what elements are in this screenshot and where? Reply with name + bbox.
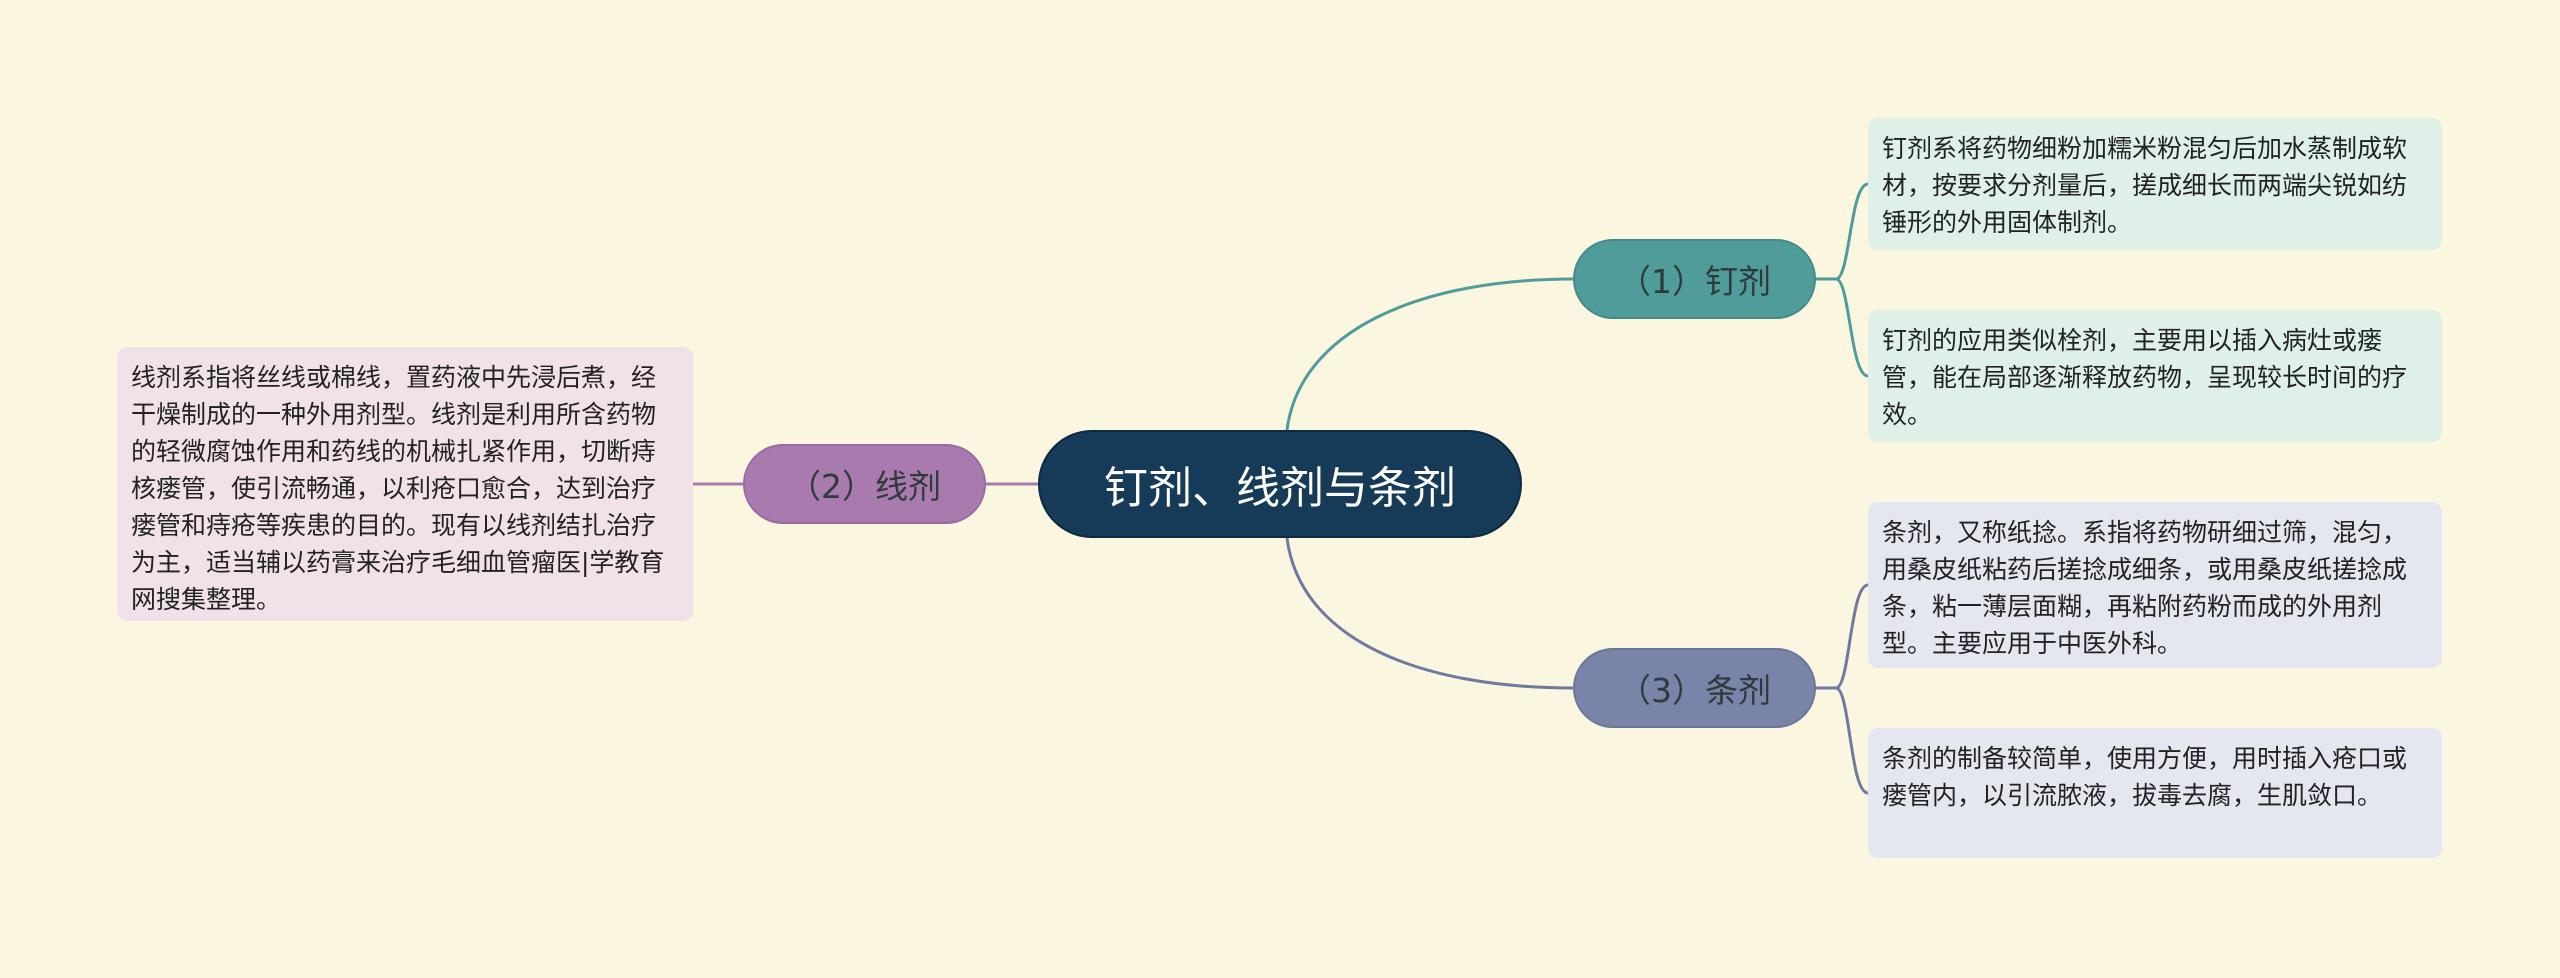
leaf-tiaoji-definition[interactable]: 条剂，又称纸捻。系指将药物研细过筛，混匀，用桑皮纸粘药后搓捻成细条，或用桑皮纸搓… — [1868, 502, 2442, 668]
link-tiaoji-leaf2 — [1835, 686, 1869, 795]
leaf-xianji-definition[interactable]: 线剂系指将丝线或棉线，置药液中先浸后煮，经干燥制成的一种外用剂型。线剂是利用所含… — [117, 347, 693, 621]
leaf-dingji-definition[interactable]: 钉剂系将药物细粉加糯米粉混匀后加水蒸制成软材，按要求分剂量后，搓成细长而两端尖锐… — [1868, 118, 2442, 250]
link-root-tiaoji — [1285, 537, 1574, 690]
link-dingji-leaf2 — [1835, 277, 1869, 378]
root-topic[interactable]: 钉剂、线剂与条剂 — [1038, 430, 1522, 538]
link-root-dingji — [1285, 277, 1574, 431]
leaf-dingji-usage[interactable]: 钉剂的应用类似栓剂，主要用以插入病灶或瘘管，能在局部逐渐释放药物，呈现较长时间的… — [1868, 310, 2442, 442]
leaf-tiaoji-usage[interactable]: 条剂的制备较简单，使用方便，用时插入疮口或瘘管内，以引流脓液，拔毒去腐，生肌敛口… — [1868, 728, 2442, 858]
branch-dingji[interactable]: （1）钉剂 — [1573, 239, 1816, 319]
link-dingji-leaf1 — [1816, 182, 1869, 281]
branch-tiaoji[interactable]: （3）条剂 — [1573, 648, 1816, 728]
branch-xianji[interactable]: （2）线剂 — [743, 444, 986, 524]
link-tiaoji-leaf1 — [1816, 583, 1869, 690]
